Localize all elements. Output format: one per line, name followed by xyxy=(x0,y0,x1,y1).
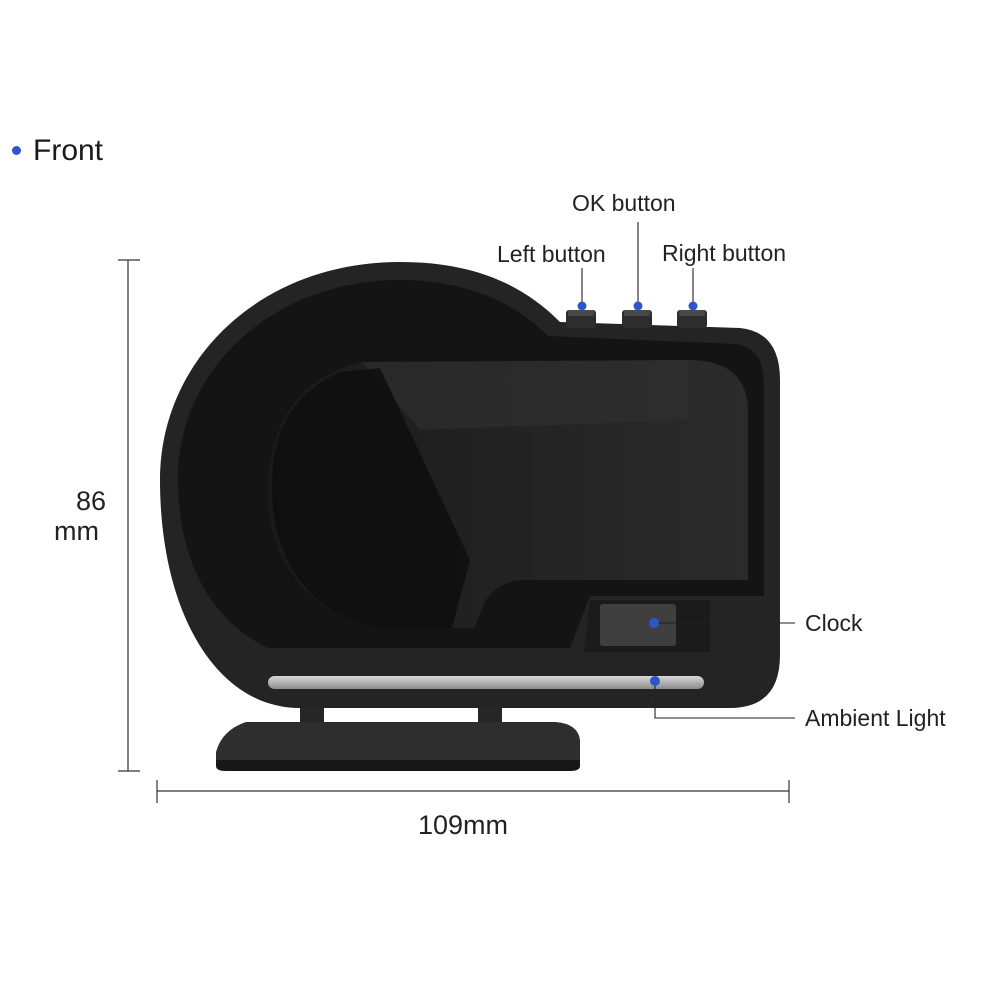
left-button-marker-icon xyxy=(577,301,587,311)
clock-window xyxy=(600,604,676,646)
heading-text: Front xyxy=(33,134,104,167)
width-dimension-line xyxy=(156,780,790,803)
ok-button-marker-icon xyxy=(633,301,643,311)
ambient-light-label: Ambient Light xyxy=(805,705,946,731)
device-body xyxy=(160,262,780,708)
width-value: 109mm xyxy=(418,810,509,840)
right-button-label: Right button xyxy=(662,240,787,266)
right-button-marker-icon xyxy=(688,301,698,311)
right-button xyxy=(677,310,707,328)
ambient-light-leader-line xyxy=(654,681,795,719)
left-button-label: Left button xyxy=(497,241,606,267)
height-unit: mm xyxy=(54,516,99,546)
height-dimension-line xyxy=(118,259,140,772)
ok-button xyxy=(622,310,652,328)
heading-bullet-icon xyxy=(12,145,21,155)
ok-button-label: OK button xyxy=(572,190,676,216)
section-heading: Front xyxy=(12,134,103,168)
ambient-light-strip xyxy=(268,676,704,689)
clock-marker-icon xyxy=(649,618,659,628)
height-value: 86 xyxy=(76,486,107,516)
left-button xyxy=(566,310,596,328)
ambient-light-marker-icon xyxy=(650,676,660,686)
clock-label: Clock xyxy=(805,610,863,636)
